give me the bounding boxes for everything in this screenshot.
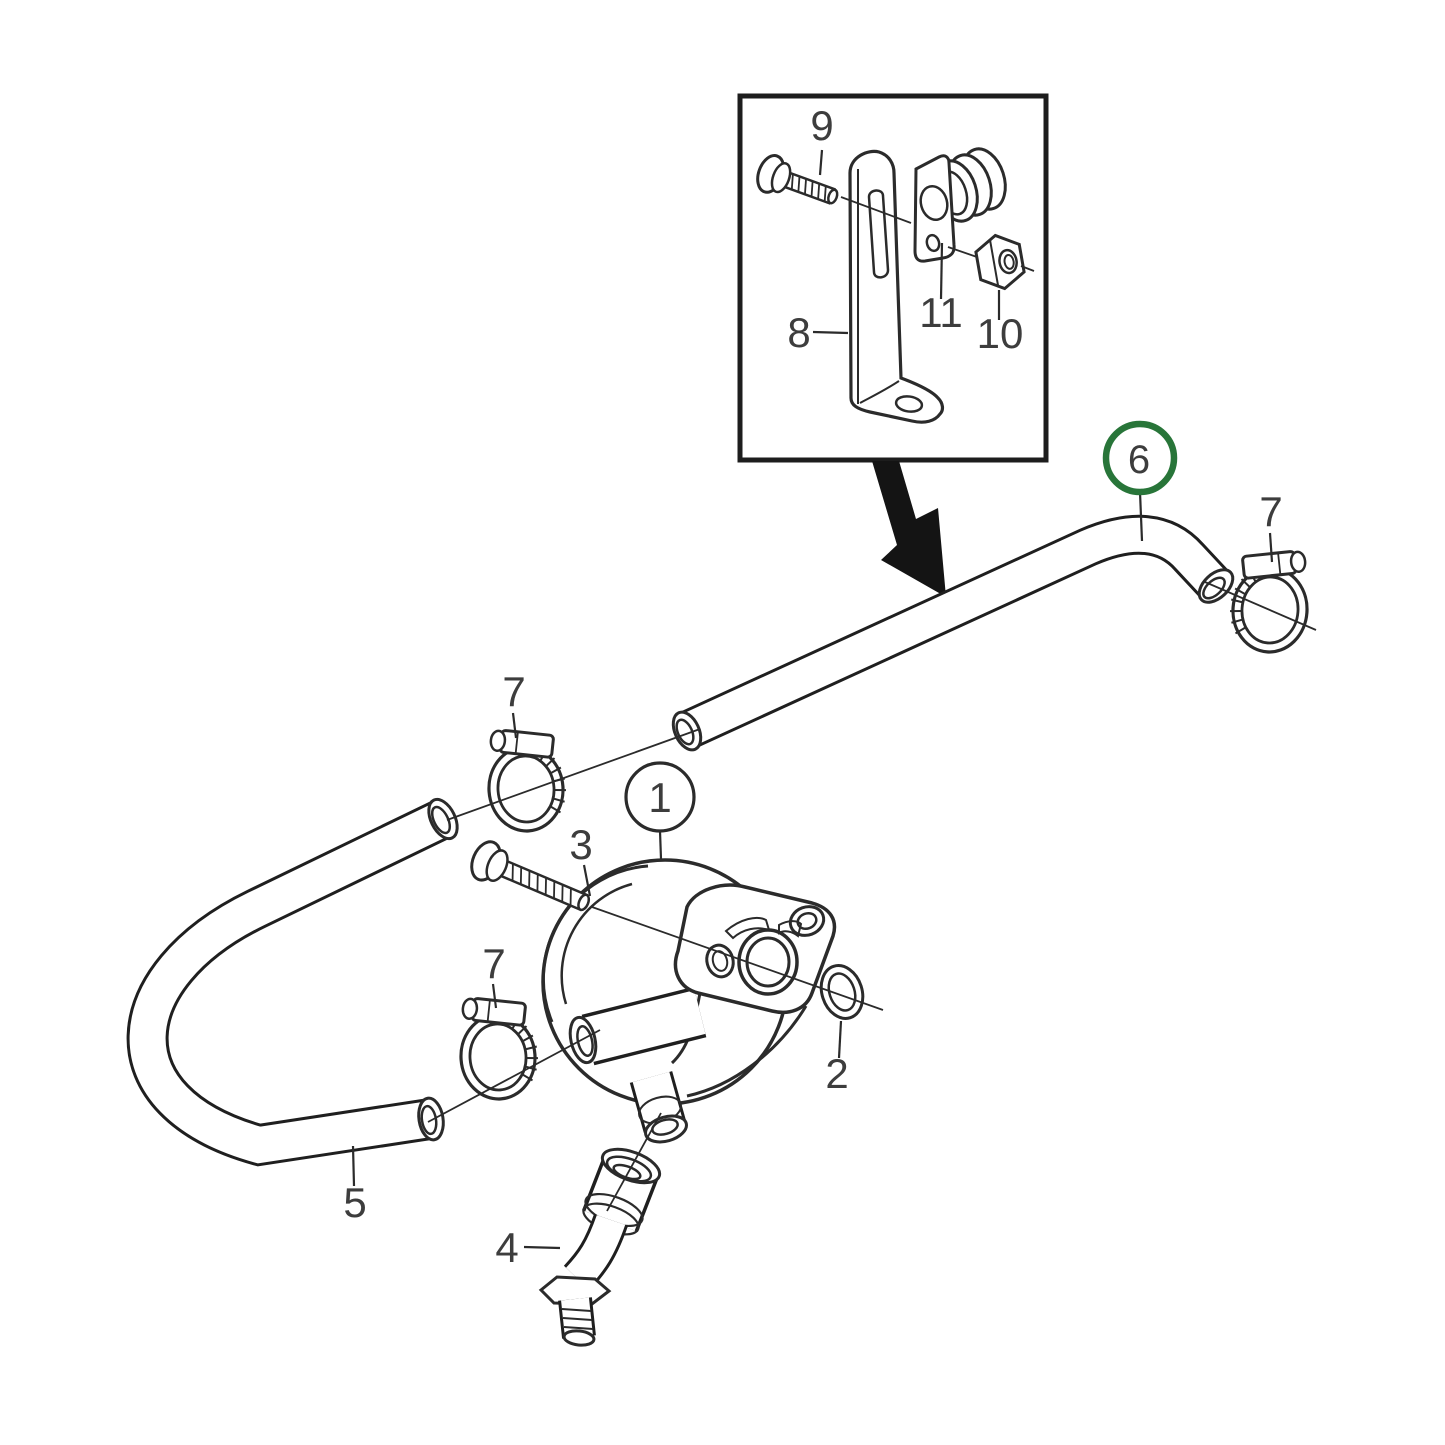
callout-label-10[interactable]: 10 [977,310,1024,357]
body-bottom-spout [629,1071,688,1144]
callout-6-highlighted[interactable]: 6 [1102,420,1178,542]
part-7-clamp-middle [483,722,571,836]
callout-label-2[interactable]: 2 [825,1050,848,1097]
part-6-hose [671,514,1235,752]
callout-label-8[interactable]: 8 [787,309,810,356]
callout-circle-1[interactable] [624,761,696,833]
leader-line-7a [1268,532,1274,563]
leader-line-3 [582,864,592,897]
inset-pointer-arrow [872,461,946,597]
callout-label-7a[interactable]: 7 [1259,488,1282,535]
inset-detail-box: 9 8 11 10 [737,93,1049,463]
callout-label-3[interactable]: 3 [569,821,592,868]
leader-line-1 [658,830,663,860]
part-9-screw [756,154,839,205]
callout-label-6[interactable]: 6 [1128,438,1150,482]
callout-circle-6[interactable] [1102,420,1178,496]
inset-assembly-axis-lines [840,196,1035,272]
callout-label-1[interactable]: 1 [648,774,671,821]
leader-line-11 [939,242,944,300]
leader-line-4 [523,1245,561,1250]
body-flange [673,883,837,1015]
assembly-axis-lines [427,581,1317,1212]
part-1-oil-trap-body [541,858,837,1144]
leader-line-6 [1138,491,1144,542]
callout-1[interactable]: 1 [624,761,696,860]
callout-label-7b[interactable]: 7 [502,668,525,715]
leader-line-8 [812,330,849,335]
part-2-seal-ring [819,964,865,1020]
callout-label-4[interactable]: 4 [495,1224,518,1271]
leader-line-7c [491,983,498,1009]
part-3-screw [470,840,591,912]
part-5-hose [126,797,459,1167]
part-11-clip [913,147,1007,263]
leader-line-2 [837,1020,843,1059]
part-10-nut [974,233,1026,291]
callout-label-7c[interactable]: 7 [482,940,505,987]
callout-label-5[interactable]: 5 [343,1179,366,1226]
leader-line-5 [351,1145,356,1187]
callout-label-9[interactable]: 9 [810,102,833,149]
part-4-elbow-pipe [538,1147,662,1347]
leader-line-9 [818,149,824,176]
part-7-clamp-upper [1225,543,1313,657]
callout-label-11[interactable]: 11 [919,289,963,336]
leader-line-7b [511,712,518,739]
